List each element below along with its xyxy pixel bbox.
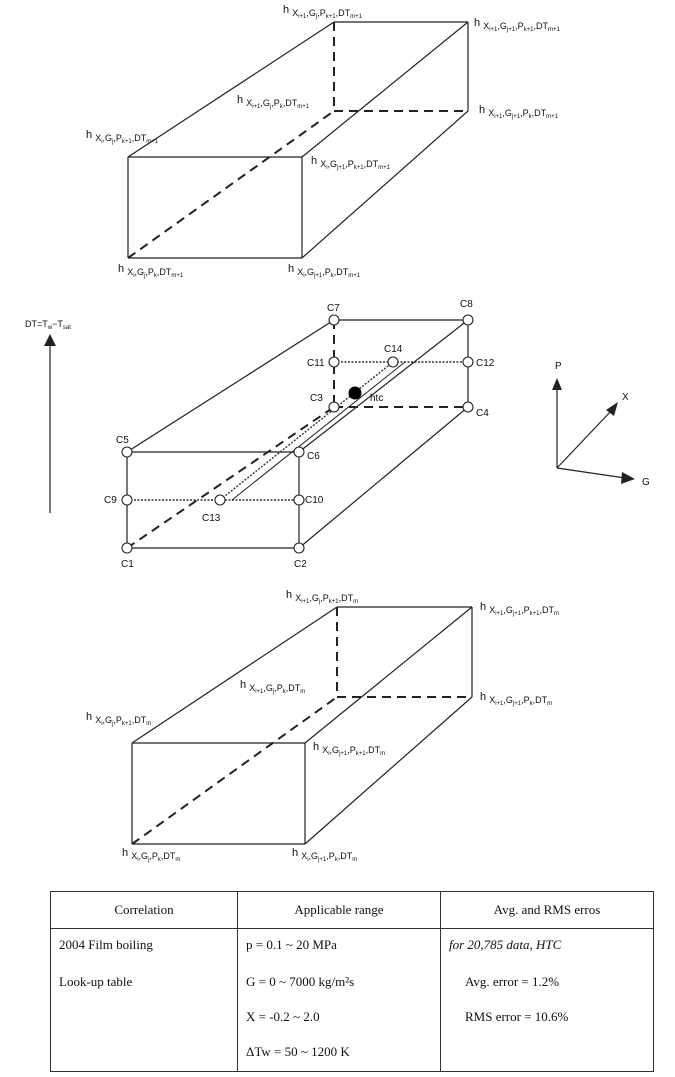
node-label: C8	[460, 299, 473, 310]
cell-errors: for 20,785 data, HTC Avg. error = 1.2% R…	[440, 928, 654, 1072]
bottom-box-hidden-edge	[131, 696, 338, 845]
node-label: C4	[476, 408, 489, 419]
correlation-line: 2004 Film boiling	[59, 937, 153, 952]
node-c9	[121, 494, 133, 506]
g-axis-arrow	[621, 472, 635, 484]
bottom-box-edge	[131, 606, 338, 744]
correlation-table: Correlation Applicable range Avg. and RM…	[50, 891, 654, 1072]
middle-box-hidden-edge	[126, 406, 335, 549]
node-c12	[462, 356, 474, 368]
node-label: C12	[476, 358, 495, 369]
h-label-br_back: h Xi+1,Gj+1,Pk,DTm	[480, 691, 552, 707]
node-labels: C1 C2 C3 C4 C5 C6 C7 C8 C9 C10 C11 C12 C…	[104, 299, 495, 570]
range-line: G = 0 ~ 7000 kg/m²s	[246, 974, 355, 989]
range-line: X = -0.2 ~ 2.0	[246, 1009, 320, 1024]
bottom-box-edge	[304, 696, 473, 845]
middle-box-edge	[298, 406, 469, 549]
node-label: C11	[307, 358, 325, 369]
bottom-box-labels: h Xi+1,Gj,Pk+1,DTm h Xi+1,Gj+1,Pk+1,DTm h …	[86, 589, 559, 863]
node-label: C7	[327, 303, 340, 314]
node-c13	[214, 494, 226, 506]
top-box-labels: h Xi+1,Gj,Pk+1,DTm+1 h Xi+1,Gj+1,Pk+1,DTm…	[86, 4, 560, 279]
middle-box-edge	[298, 319, 469, 453]
errors-line: Avg. error = 1.2%	[465, 974, 560, 989]
interpolation-diagram: h Xi+1,Gj,Pk+1,DTm+1 h Xi+1,Gj+1,Pk+1,DTm…	[25, 4, 650, 863]
h-label-tr_front: h Xi,Gj+1,Pk+1,DTm	[313, 741, 385, 757]
h-label-tl_front: h Xi,Gj,Pk+1,DTm	[86, 711, 151, 727]
g-axis-label: G	[642, 477, 650, 488]
h-label-tl_back: h Xi+1,Gj,Pk+1,DTm+1	[283, 4, 363, 20]
top-box	[127, 21, 469, 259]
header-errors: Avg. and RMS erros	[440, 891, 654, 929]
node-label: C13	[202, 513, 221, 524]
p-axis-label: P	[555, 361, 562, 372]
node-c14	[387, 356, 399, 368]
h-label-bl_back: h Xi+1,Gj,Pk,DTm	[240, 679, 305, 695]
axes-gizmo: P X G	[552, 361, 650, 488]
x-axis	[556, 409, 613, 469]
node-label: C3	[310, 393, 323, 404]
h-label-tr_front: h Xi,Gj+1,Pk+1,DTm+1	[311, 155, 391, 171]
htc-point	[348, 386, 362, 400]
node-c7	[328, 314, 340, 326]
h-label-br_front: h Xi,Gj+1,Pk,DTm+1	[288, 263, 361, 279]
top-box-edge	[127, 21, 335, 158]
x-axis-arrow	[606, 402, 618, 416]
h-label-br_back: h Xi+1,Gj+1,Pk,DTm+1	[479, 104, 559, 120]
header-range: Applicable range	[237, 891, 441, 929]
dt-label: DT=Tw−Tsat	[25, 319, 71, 331]
node-c10	[293, 494, 305, 506]
h-label-tl_front: h Xi,Gj,Pk+1,DTm+1	[86, 129, 159, 145]
top-box-edge	[301, 21, 469, 158]
h-label-tr_back: h Xi+1,Gj+1,Pk+1,DTm+1	[474, 17, 560, 33]
node-c4	[462, 401, 474, 413]
htc-label: htc	[370, 393, 383, 404]
top-box-edge	[301, 110, 469, 259]
dt-arrow-head	[44, 334, 56, 346]
g-axis	[556, 467, 626, 479]
h-label-tl_back: h Xi+1,Gj,Pk+1,DTm	[286, 589, 358, 605]
errors-line: RMS error = 10.6%	[465, 1009, 569, 1024]
h-label-tr_back: h Xi+1,Gj+1,Pk+1,DTm	[480, 601, 559, 617]
node-c11	[328, 356, 340, 368]
correlation-line: Look-up table	[59, 974, 133, 989]
interp-line-parallel	[231, 361, 406, 501]
node-c1	[121, 542, 133, 554]
node-label: C10	[305, 495, 324, 506]
cell-range: p = 0.1 ~ 20 MPa G = 0 ~ 7000 kg/m²s X =…	[237, 928, 441, 1072]
node-c2	[293, 542, 305, 554]
table-header-row: Correlation Applicable range Avg. and RM…	[50, 891, 654, 929]
middle-box-edge	[126, 319, 335, 453]
dt-axis: DT=Tw−Tsat	[25, 319, 71, 513]
node-label: C5	[116, 435, 129, 446]
h-label-bl_front: h Xi,Gj,Pk,DTm	[122, 847, 180, 863]
h-label-bl_back: h Xi+1,Gj,Pk,DTm+1	[237, 94, 310, 110]
node-label: C2	[294, 559, 307, 570]
node-c3	[328, 401, 340, 413]
h-label-bl_front: h Xi,Gj,Pk,DTm+1	[118, 263, 184, 279]
node-c8	[462, 314, 474, 326]
errors-line: for 20,785 data, HTC	[449, 937, 562, 952]
node-label: C6	[307, 451, 320, 462]
bottom-box	[131, 606, 473, 845]
node-label: C1	[121, 559, 134, 570]
range-line: p = 0.1 ~ 20 MPa	[246, 937, 337, 952]
bottom-box-edge	[304, 606, 473, 744]
middle-nodes	[121, 314, 474, 554]
node-c5	[121, 446, 133, 458]
node-label: C9	[104, 495, 117, 506]
h-label-br_front: h Xi,Gj+1,Pk,DTm	[292, 847, 357, 863]
x-axis-label: X	[622, 392, 629, 403]
top-box-hidden-edge	[127, 110, 335, 259]
range-line: ΔTw = 50 ~ 1200 K	[246, 1044, 350, 1059]
table-row: 2004 Film boiling Look-up table p = 0.1 …	[50, 928, 654, 1072]
node-label: C14	[384, 344, 403, 355]
interp-line-c13-c14	[219, 361, 394, 501]
p-axis-arrow	[552, 378, 562, 390]
cell-correlation: 2004 Film boiling Look-up table	[50, 928, 238, 1072]
header-correlation: Correlation	[50, 891, 238, 929]
node-c6	[293, 446, 305, 458]
middle-box	[126, 319, 469, 549]
